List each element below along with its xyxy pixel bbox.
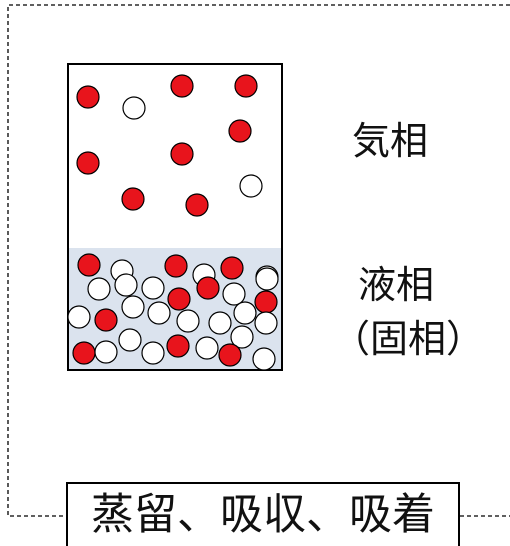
liquid-particle-red [94,308,118,332]
liquid-particle-white [94,340,118,364]
liquid-phase-label: 液相 [358,263,435,307]
liquid-particle-white [230,325,254,349]
liquid-particle-red [196,276,220,300]
gas-particle-red [185,193,209,217]
liquid-particle-white [252,347,276,371]
gas-particle-red [170,74,194,98]
liquid-particle-white [121,295,145,319]
liquid-particle-white [208,311,232,335]
liquid-particle-white [233,301,257,325]
liquid-particle-white [176,309,200,333]
gas-particle-red [228,119,252,143]
container-box [67,63,283,371]
liquid-particle-red [77,253,101,277]
gas-particle-red [170,142,194,166]
liquid-particle-red [254,290,278,314]
gas-particle-white [122,96,146,120]
liquid-particle-white [222,282,246,306]
liquid-particle-red [220,256,244,280]
liquid-particle-red [72,341,96,365]
liquid-particle-red [164,254,188,278]
gas-particle-red [76,85,100,109]
gas-particle-red [76,151,100,175]
particles [67,74,279,371]
gas-particle-red [121,187,145,211]
gas-particle-white [239,174,263,198]
caption-text: 蒸留、吸収、吸着 [91,490,435,540]
liquid-particle-red [218,343,242,367]
liquid-particle-white [114,273,138,297]
liquid-particle-white [147,301,171,325]
liquid-particle-white [118,328,142,352]
solid-phase-label: （固相） [332,317,485,361]
liquid-particle-white [67,305,91,329]
liquid-particle-red [166,334,190,358]
liquid-particle-red [167,287,191,311]
liquid-particle-white [254,311,278,335]
dashed-boundary [7,4,510,517]
liquid-particle-white [141,276,165,300]
caption-box: 蒸留、吸収、吸着 [66,482,460,546]
gas-particle-red [234,74,258,98]
gas-phase-label: 気相 [352,119,429,163]
liquid-particle-white [255,267,279,291]
liquid-particle-white [87,277,111,301]
liquid-particle-white [195,336,219,360]
liquid-particle-white [141,341,165,365]
